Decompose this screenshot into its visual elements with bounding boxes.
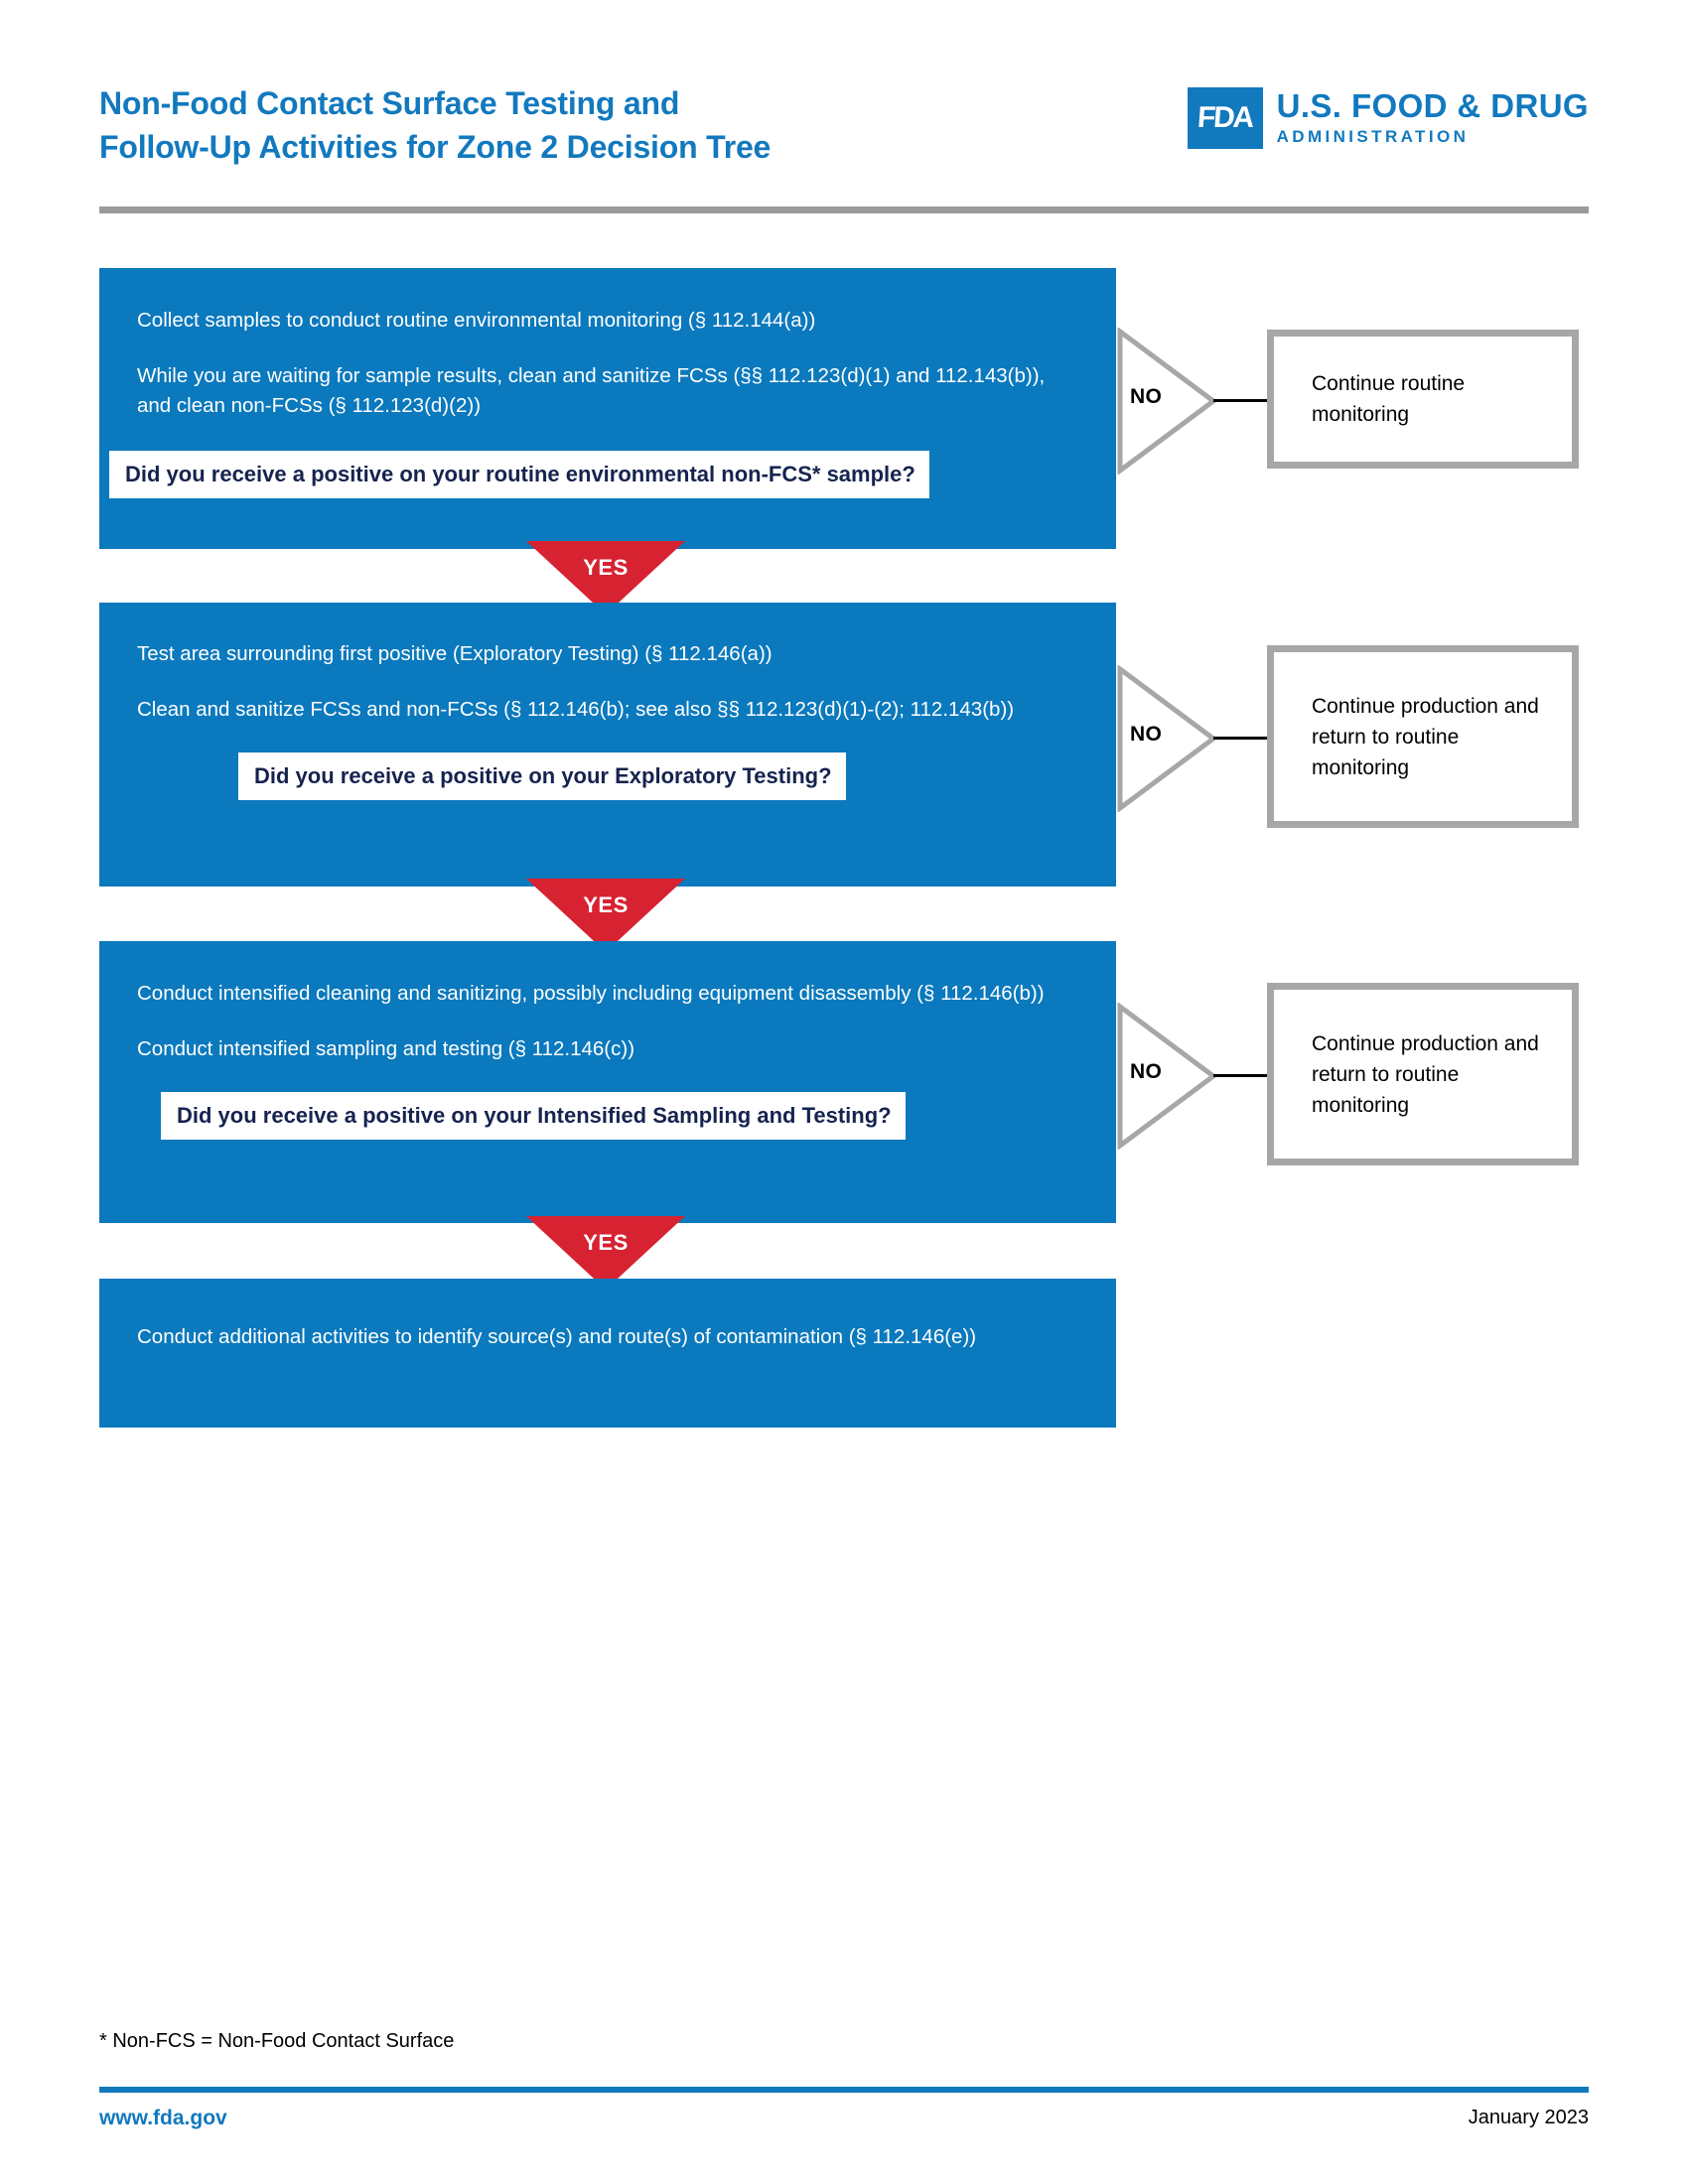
connector-line-1: [1213, 399, 1269, 402]
connector-line-3: [1213, 1074, 1269, 1077]
yes-arrow-triangle-icon: [526, 879, 685, 952]
outcome-box-1-text: Continue routine monitoring: [1312, 372, 1466, 426]
fda-logo: FDA U.S. FOOD & DRUG ADMINISTRATION: [1187, 87, 1589, 149]
outcome-box-1: Continue routine monitoring: [1267, 330, 1579, 469]
flow-step-3-line2: Conduct intensified sampling and testing…: [137, 1037, 635, 1060]
page-title-line1: Non-Food Contact Surface Testing and: [99, 85, 680, 121]
flow-step-1: Collect samples to conduct routine envir…: [99, 268, 1116, 549]
flow-step-3-question-wrap: Did you receive a positive on your Inten…: [99, 1092, 1116, 1140]
flow-step-1-question: Did you receive a positive on your routi…: [109, 451, 929, 498]
fda-logo-mark-icon: FDA: [1187, 87, 1263, 149]
fda-logo-line1: U.S. FOOD & DRUG: [1276, 87, 1589, 124]
no-branch-2[interactable]: NO: [1116, 665, 1217, 812]
flow-step-1-line1: Collect samples to conduct routine envir…: [137, 309, 816, 332]
flow-step-1-line2: While you are waiting for sample results…: [137, 364, 1046, 417]
yes-branch-1[interactable]: YES: [526, 541, 685, 614]
fda-logo-line2: ADMINISTRATION: [1276, 127, 1470, 146]
footer-website-link[interactable]: www.fda.gov: [99, 2107, 227, 2129]
no-arrow-triangle-icon: [1117, 328, 1217, 475]
fda-logo-mark-label: FDA: [1196, 101, 1254, 134]
flow-step-3-line1: Conduct intensified cleaning and sanitiz…: [137, 982, 1045, 1005]
header-divider: [99, 206, 1589, 213]
flow-step-4: Conduct additional activities to identif…: [99, 1279, 1116, 1428]
no-branch-3-label: NO: [1130, 1060, 1163, 1083]
outcome-box-2-text: Continue production and return to routin…: [1312, 694, 1539, 779]
page-title: Non-Food Contact Surface Testing and Fol…: [99, 81, 1092, 169]
yes-branch-1-label: YES: [583, 555, 629, 580]
no-arrow-triangle-icon: [1117, 665, 1217, 812]
page-header: Non-Food Contact Surface Testing and Fol…: [99, 81, 1589, 201]
flow-step-2-line1: Test area surrounding first positive (Ex…: [137, 642, 773, 665]
flow-step-4-line1: Conduct additional activities to identif…: [137, 1325, 977, 1348]
fda-logo-wordmark: U.S. FOOD & DRUG ADMINISTRATION: [1277, 87, 1589, 149]
no-branch-3[interactable]: NO: [1116, 1003, 1217, 1150]
no-branch-1-label: NO: [1130, 385, 1163, 408]
flow-step-2-question: Did you receive a positive on your Explo…: [238, 752, 846, 800]
yes-arrow-triangle-icon: [526, 1216, 685, 1290]
footer-divider: [99, 2087, 1589, 2093]
yes-branch-3[interactable]: YES: [526, 1216, 685, 1290]
yes-branch-2[interactable]: YES: [526, 879, 685, 952]
footer-date: January 2023: [1468, 2107, 1589, 2128]
no-branch-2-label: NO: [1130, 723, 1163, 746]
yes-arrow-triangle-icon: [526, 541, 685, 614]
flow-step-2-question-wrap: Did you receive a positive on your Explo…: [99, 752, 1116, 800]
no-branch-1[interactable]: NO: [1116, 328, 1217, 475]
yes-branch-2-label: YES: [583, 892, 629, 917]
flow-step-1-question-wrap: Did you receive a positive on your routi…: [99, 451, 1116, 498]
flow-step-3: Conduct intensified cleaning and sanitiz…: [99, 941, 1116, 1223]
page-title-line2: Follow-Up Activities for Zone 2 Decision…: [99, 129, 772, 165]
flow-step-3-question: Did you receive a positive on your Inten…: [161, 1092, 906, 1140]
yes-branch-3-label: YES: [583, 1230, 629, 1255]
flow-step-2: Test area surrounding first positive (Ex…: [99, 603, 1116, 887]
outcome-box-3: Continue production and return to routin…: [1267, 983, 1579, 1165]
outcome-box-3-text: Continue production and return to routin…: [1312, 1031, 1539, 1117]
outcome-box-2: Continue production and return to routin…: [1267, 645, 1579, 828]
footnote: * Non-FCS = Non-Food Contact Surface: [99, 2030, 455, 2052]
connector-line-2: [1213, 737, 1269, 740]
flow-step-2-line2: Clean and sanitize FCSs and non-FCSs (§ …: [137, 698, 1015, 721]
no-arrow-triangle-icon: [1117, 1003, 1217, 1150]
